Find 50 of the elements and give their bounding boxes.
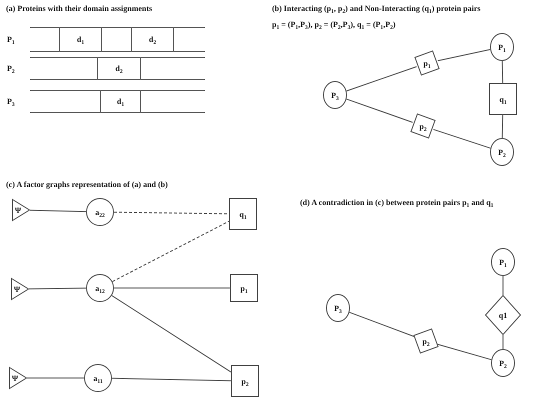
protein-band <box>5 90 205 113</box>
panel-caption: (b) Interacting (p$_{1}$, p$_{2}$) and Non-Interacting (q$_{1}$) protein pairs <box>272 4 480 15</box>
edge-line <box>436 344 492 360</box>
edge-line <box>30 210 86 212</box>
edge-line <box>346 98 414 123</box>
domain-cell: d$_{2}$ <box>97 57 141 80</box>
dashed-edge <box>112 220 230 282</box>
dashed-edge <box>114 212 230 214</box>
panel-caption: (c) A factor graphs representation of (a) and (b) <box>6 180 168 191</box>
edge-line <box>502 60 504 84</box>
potential-triangle: Ψ <box>9 367 27 389</box>
panel-caption: p$_{1}$ = (P$_{1}$,P$_{3}$), p$_{2}$ = (P$_{2}$,P$_{3}$), q$_{1}$ = (P$_{1}$,P$_{2}$) <box>272 20 396 31</box>
factor-diamond: q1 <box>485 295 521 335</box>
domain-cell: d$_{2}$ <box>131 27 174 52</box>
factor-box: p$_{2}$ <box>414 328 438 354</box>
domain-cell: d$_{1}$ <box>59 27 102 52</box>
factor-box: p$_{2}$ <box>231 365 259 397</box>
edge-line <box>502 276 504 296</box>
factor-box: p$_{1}$ <box>230 274 258 302</box>
protein-label: P$_{3}$ <box>6 97 15 106</box>
protein-circle: P$_{1}$ <box>490 33 514 61</box>
panel-caption: (d) A contradiction in (c) between protein pairs p$_{1}$ and q$_{1}$ <box>300 198 494 209</box>
edge-line <box>502 114 504 138</box>
factor-box: p$_{2}$ <box>412 114 434 138</box>
edge-line <box>502 334 504 350</box>
edge-line <box>111 295 232 373</box>
protein-band <box>5 57 205 80</box>
protein-circle: P$_{3}$ <box>326 294 350 322</box>
panel-caption: (a) Proteins with their domain assignments <box>6 4 152 15</box>
protein-circle: P$_{3}$ <box>323 81 347 109</box>
edge-line <box>432 128 491 149</box>
protein-circle: a$_{12}$ <box>86 274 114 302</box>
protein-circle: P$_{2}$ <box>491 349 515 377</box>
protein-circle: a$_{22}$ <box>86 198 114 226</box>
edge-line <box>28 288 86 290</box>
potential-triangle: Ψ <box>12 199 30 221</box>
protein-band <box>5 27 205 52</box>
domain-cell: d$_{1}$ <box>100 90 141 113</box>
protein-label: P$_{2}$ <box>6 64 15 73</box>
protein-circle: P$_{1}$ <box>491 248 515 276</box>
protein-circle: a$_{11}$ <box>84 364 112 392</box>
edge-line <box>346 66 418 92</box>
factor-box: p$_{1}$ <box>416 51 438 75</box>
factor-box: q$_{1}$ <box>489 83 517 115</box>
protein-label: P$_{1}$ <box>6 35 15 44</box>
protein-circle: P$_{2}$ <box>490 138 514 166</box>
factor-box: q$_{1}$ <box>229 198 257 230</box>
edge-line <box>437 49 491 62</box>
potential-triangle: Ψ <box>11 278 29 300</box>
edge-line <box>112 378 232 382</box>
